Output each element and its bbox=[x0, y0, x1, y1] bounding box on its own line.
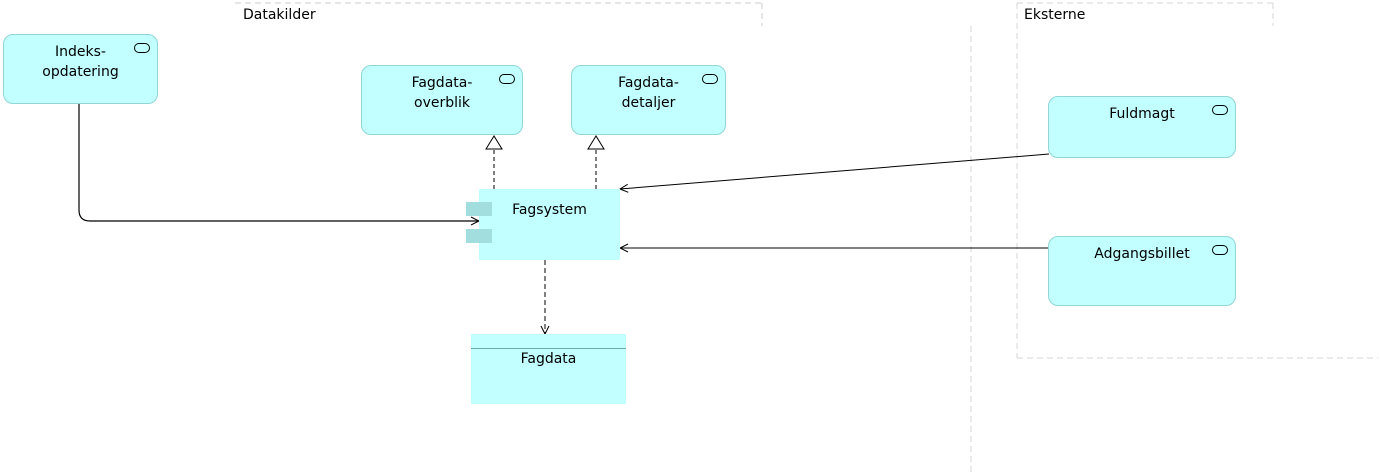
service-label: Fuldmagt bbox=[1109, 106, 1175, 122]
component-fagsystem[interactable]: Fagsystem bbox=[479, 189, 620, 260]
flow-indeksopdatering-to-fagsystem bbox=[78, 104, 479, 221]
business-service-icon bbox=[134, 43, 150, 53]
service-label: Fagdata- detaljer bbox=[618, 75, 679, 111]
data-object-header-line bbox=[471, 348, 626, 349]
data-object-label: Fagdata bbox=[520, 351, 577, 367]
service-label: Indeks- opdatering bbox=[42, 44, 119, 80]
group-datakilder-border bbox=[235, 2, 763, 26]
service-fagdata-overblik[interactable]: Fagdata- overblik bbox=[361, 65, 523, 135]
service-fuldmagt[interactable]: Fuldmagt bbox=[1048, 96, 1236, 158]
component-tab-icon bbox=[466, 202, 492, 216]
group-label-datakilder: Datakilder bbox=[243, 7, 316, 23]
group-label-eksterne: Eksterne bbox=[1024, 7, 1086, 23]
group-eksterne-border bbox=[970, 2, 1378, 472]
component-label: Fagsystem bbox=[512, 202, 587, 218]
flow-fuldmagt-to-fagsystem bbox=[620, 153, 1050, 189]
service-label: Adgangsbillet bbox=[1094, 246, 1190, 262]
business-service-icon bbox=[702, 74, 718, 84]
realization-fagdata-detaljer bbox=[587, 135, 605, 189]
service-fagdata-detaljer[interactable]: Fagdata- detaljer bbox=[571, 65, 726, 135]
business-service-icon bbox=[1212, 245, 1228, 255]
business-service-icon bbox=[499, 74, 515, 84]
service-adgangsbillet[interactable]: Adgangsbillet bbox=[1048, 236, 1236, 306]
business-service-icon bbox=[1212, 105, 1228, 115]
data-object-fagdata[interactable]: Fagdata bbox=[471, 334, 626, 404]
realization-fagdata-overblik bbox=[485, 135, 503, 189]
service-label: Fagdata- overblik bbox=[411, 75, 473, 111]
service-indeksopdatering[interactable]: Indeks- opdatering bbox=[3, 34, 158, 104]
component-tab-icon bbox=[466, 229, 492, 243]
